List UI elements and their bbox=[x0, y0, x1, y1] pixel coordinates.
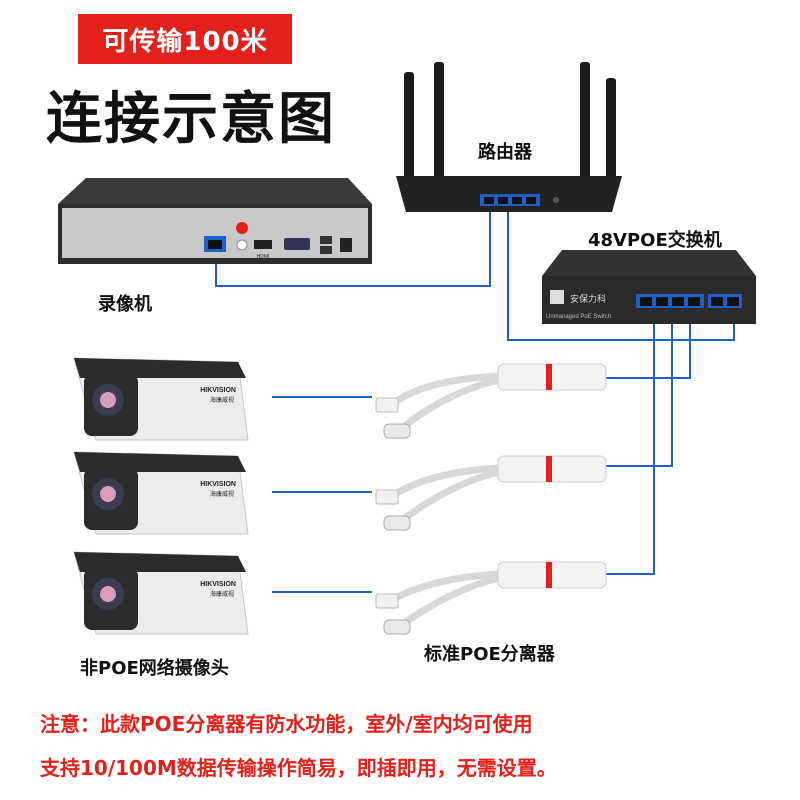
camera-brand: HIKVISION bbox=[200, 387, 236, 394]
switch-brand: 安保力科 bbox=[570, 293, 606, 304]
router-antenna bbox=[580, 62, 590, 182]
camera-2: HIKVISION 海康威视 bbox=[73, 451, 249, 535]
camera-brand: HIKVISION bbox=[200, 581, 236, 588]
cable-switch-splitter-1 bbox=[606, 305, 691, 379]
poe-splitter-2 bbox=[375, 455, 607, 531]
cable-switch-splitter-2 bbox=[606, 305, 673, 467]
nvr-audio-in bbox=[236, 222, 248, 234]
camera-3: HIKVISION 海康威视 bbox=[73, 551, 249, 635]
nvr-label: 录像机 bbox=[98, 294, 152, 315]
nvr-vga-port bbox=[284, 238, 310, 250]
poe-splitter-1 bbox=[375, 363, 607, 439]
cameras-label: 非POE网络摄像头 bbox=[80, 658, 229, 679]
page-title: 连接示意图 bbox=[46, 87, 336, 152]
camera-brand-cn: 海康威视 bbox=[210, 396, 234, 404]
poe-switch-device: 安保力科 Unmanaged PoE Switch bbox=[542, 250, 756, 324]
cable-switch-splitter-3 bbox=[606, 305, 655, 575]
router-antenna bbox=[404, 72, 414, 182]
note-line-2: 支持10/100M数据传输操作简易，即插即用，无需设置。 bbox=[40, 756, 557, 780]
router-antenna bbox=[606, 78, 616, 182]
router-device bbox=[396, 62, 622, 212]
nvr-hdmi-port bbox=[254, 240, 272, 249]
router-lan-ports bbox=[480, 194, 540, 206]
camera-1: HIKVISION 海康威视 bbox=[73, 357, 249, 441]
range-badge: 可传输100米 bbox=[78, 14, 292, 64]
cable-router-nvr bbox=[215, 200, 491, 287]
switch-label: 48VPOE交换机 bbox=[588, 230, 722, 251]
switch-model: Unmanaged PoE Switch bbox=[546, 314, 611, 320]
router-label: 路由器 bbox=[478, 142, 532, 163]
camera-brand: HIKVISION bbox=[200, 481, 236, 488]
nvr-device: HDMI bbox=[58, 178, 372, 264]
cables bbox=[215, 200, 735, 593]
splitter-label: 标准POE分离器 bbox=[424, 644, 555, 665]
note-line-1: 注意：此款POE分离器有防水功能，室外/室内均可使用 bbox=[40, 712, 533, 736]
nvr-hdmi-label: HDMI bbox=[257, 254, 270, 260]
camera-brand-cn: 海康威视 bbox=[210, 490, 234, 498]
poe-splitter-3 bbox=[375, 561, 607, 635]
router-antenna bbox=[434, 62, 444, 182]
camera-brand-cn: 海康威视 bbox=[210, 590, 234, 598]
switch-poe-ports bbox=[636, 294, 704, 308]
